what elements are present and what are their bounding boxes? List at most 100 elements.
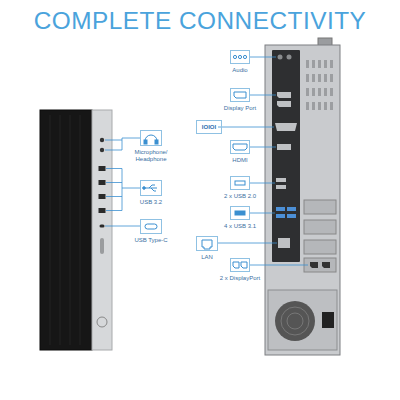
pc-front <box>100 148 104 152</box>
pc-rear <box>322 262 330 268</box>
pc-rear <box>312 74 315 82</box>
pc-rear <box>275 123 297 131</box>
leader-line <box>106 196 122 197</box>
pc-rear <box>306 102 309 110</box>
pc-rear <box>265 38 340 355</box>
callout-box: USB 3.2 <box>140 180 162 196</box>
port-icon <box>202 240 212 249</box>
port-icon <box>144 140 147 144</box>
callout-box: HDMI <box>230 140 250 154</box>
pc-front <box>100 225 105 228</box>
pc-rear <box>265 45 340 355</box>
pc-front <box>50 115 51 345</box>
pc-front <box>97 317 107 327</box>
port-label: Display Port <box>224 105 256 112</box>
pc-front <box>100 138 104 142</box>
port-icon <box>241 262 247 268</box>
pc-rear <box>330 74 333 82</box>
pc-rear <box>281 307 309 335</box>
pc-rear <box>330 88 333 96</box>
port-label: Audio <box>232 67 247 74</box>
pc-front <box>99 180 106 185</box>
port-icon <box>235 211 245 215</box>
pc-rear <box>304 240 336 254</box>
port-icon <box>233 55 236 58</box>
port-icon <box>155 140 158 144</box>
port-label: 2 x USB 2.0 <box>224 193 256 200</box>
leader-line <box>250 183 275 184</box>
pc-front <box>40 110 92 350</box>
pc-rear <box>322 312 334 328</box>
leader-line <box>105 226 140 227</box>
pc-front <box>99 208 106 213</box>
callout-box: 4 x USB 3.1 <box>230 206 250 220</box>
pc-front <box>99 166 106 171</box>
leader-line <box>105 57 308 265</box>
pc-rear <box>277 144 291 150</box>
callout-box: IOIOI <box>196 120 222 134</box>
pc-rear <box>312 88 315 96</box>
pc-rear <box>306 74 309 82</box>
pc-rear <box>318 88 321 96</box>
pc-front <box>80 115 81 345</box>
pc-rear <box>312 60 315 68</box>
leader-line <box>218 127 274 128</box>
pc-rear <box>276 185 286 189</box>
port-icon <box>233 262 239 268</box>
pc-rear <box>304 258 336 272</box>
page-title: COMPLETE CONNECTIVITY <box>0 6 400 36</box>
leader-line <box>122 188 140 189</box>
pc-rear <box>287 313 303 329</box>
pc-rear <box>275 301 315 341</box>
callout-box: Microphone/ Headphone <box>140 130 162 146</box>
port-icon <box>143 187 146 190</box>
port-icon <box>243 55 246 58</box>
callout-box: Display Port <box>230 88 250 102</box>
port-icon <box>149 185 155 188</box>
pc-front <box>40 110 112 350</box>
callout-box: 2 x DisplayPort <box>230 258 250 272</box>
pc-rear <box>276 178 286 182</box>
pc-rear <box>268 290 337 350</box>
leader-line <box>122 138 123 140</box>
leader-line <box>250 213 275 214</box>
leader-line <box>250 57 276 58</box>
leader-line <box>105 140 122 150</box>
pc-rear <box>287 214 296 218</box>
callout-box: Audio <box>230 50 250 64</box>
pc-rear <box>312 102 315 110</box>
port-icon <box>238 55 241 58</box>
pc-rear <box>277 92 291 98</box>
pc-rear <box>278 55 283 60</box>
callout-box: LAN <box>196 236 218 251</box>
pc-rear <box>306 88 309 96</box>
pc-rear <box>330 102 333 110</box>
leader-line <box>250 265 308 266</box>
port-label: HDMI <box>232 157 247 164</box>
pc-rear <box>287 55 292 60</box>
leader-line <box>250 147 276 148</box>
port-icon <box>233 144 247 150</box>
pc-rear <box>324 88 327 96</box>
leader-line <box>122 138 140 139</box>
leader-line <box>106 182 122 183</box>
pc-rear <box>330 60 333 68</box>
pc-front <box>70 115 71 345</box>
pc-rear <box>324 60 327 68</box>
pc-rear <box>304 200 336 214</box>
leader-line <box>218 243 277 244</box>
pc-rear <box>318 60 321 68</box>
pc-front <box>100 238 104 254</box>
pc-rear <box>306 60 309 68</box>
port-label: USB Type-C <box>134 237 167 244</box>
pc-rear <box>324 102 327 110</box>
pc-rear <box>272 50 300 262</box>
pc-rear <box>306 60 333 110</box>
pc-front <box>92 110 112 350</box>
port-label: IOIOI <box>197 124 221 131</box>
port-icon <box>151 188 156 191</box>
pc-rear <box>287 207 296 211</box>
pc-rear <box>277 101 291 107</box>
